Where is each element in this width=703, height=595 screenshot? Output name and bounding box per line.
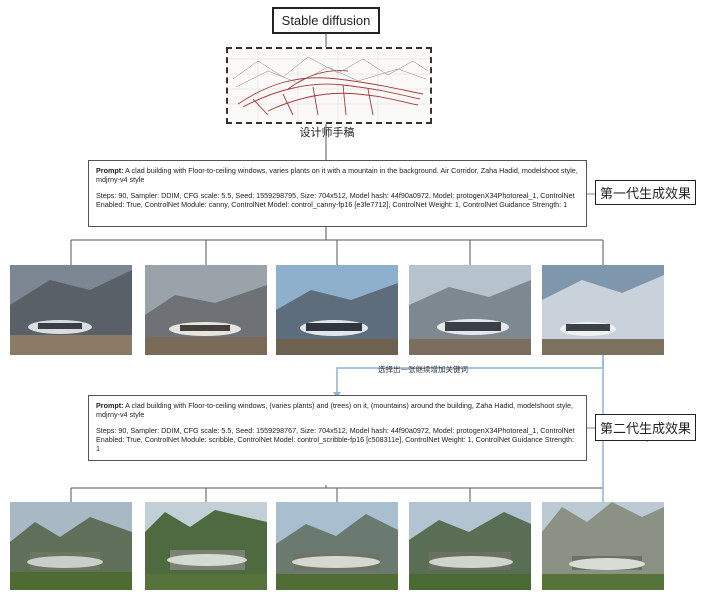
gen1-image-3 [276, 265, 398, 355]
gen1-image-1 [10, 265, 132, 355]
sketch-label: 设计师手稿 [299, 127, 355, 139]
prompt-text: A clad building with Floor-to-ceiling wi… [96, 166, 578, 185]
params-text: Steps: 90, Sampler: DDIM, CFG scale: 5.5… [96, 190, 575, 209]
gen1-image-4 [409, 265, 531, 355]
params-text: Steps: 90, Sampler: DDIM, CFG scale: 5.5… [96, 425, 575, 454]
prompt-text: A clad building with Floor-to-ceiling wi… [96, 401, 574, 420]
prompt-key: Prompt: [96, 401, 124, 410]
gen2-image-1 [10, 502, 132, 590]
gen2-image-3 [276, 502, 398, 590]
select-annotation: 选择出一张继续增加关键词 [378, 365, 468, 374]
gen1-image-2 [145, 265, 267, 355]
gen2-image-4 [409, 502, 531, 590]
gen2-image-5 [542, 502, 664, 590]
prompt-line: Prompt: A clad building with Floor-to-ce… [96, 401, 579, 420]
prompt-box-gen1: Prompt: A clad building with Floor-to-ce… [88, 160, 587, 227]
prompt-key: Prompt: [96, 166, 124, 175]
gen1-label: 第一代生成效果 [595, 180, 696, 205]
prompt-line: Prompt: A clad building with Floor-to-ce… [96, 166, 579, 185]
gen1-image-5 [542, 265, 664, 355]
prompt-box-gen2: Prompt: A clad building with Floor-to-ce… [88, 395, 587, 461]
diagram-title: Stable diffusion [272, 7, 380, 34]
gen2-label: 第二代生成效果 [595, 414, 696, 441]
gen2-image-2 [145, 502, 267, 590]
sketch-drawing [228, 49, 430, 122]
designer-sketch [226, 47, 432, 124]
